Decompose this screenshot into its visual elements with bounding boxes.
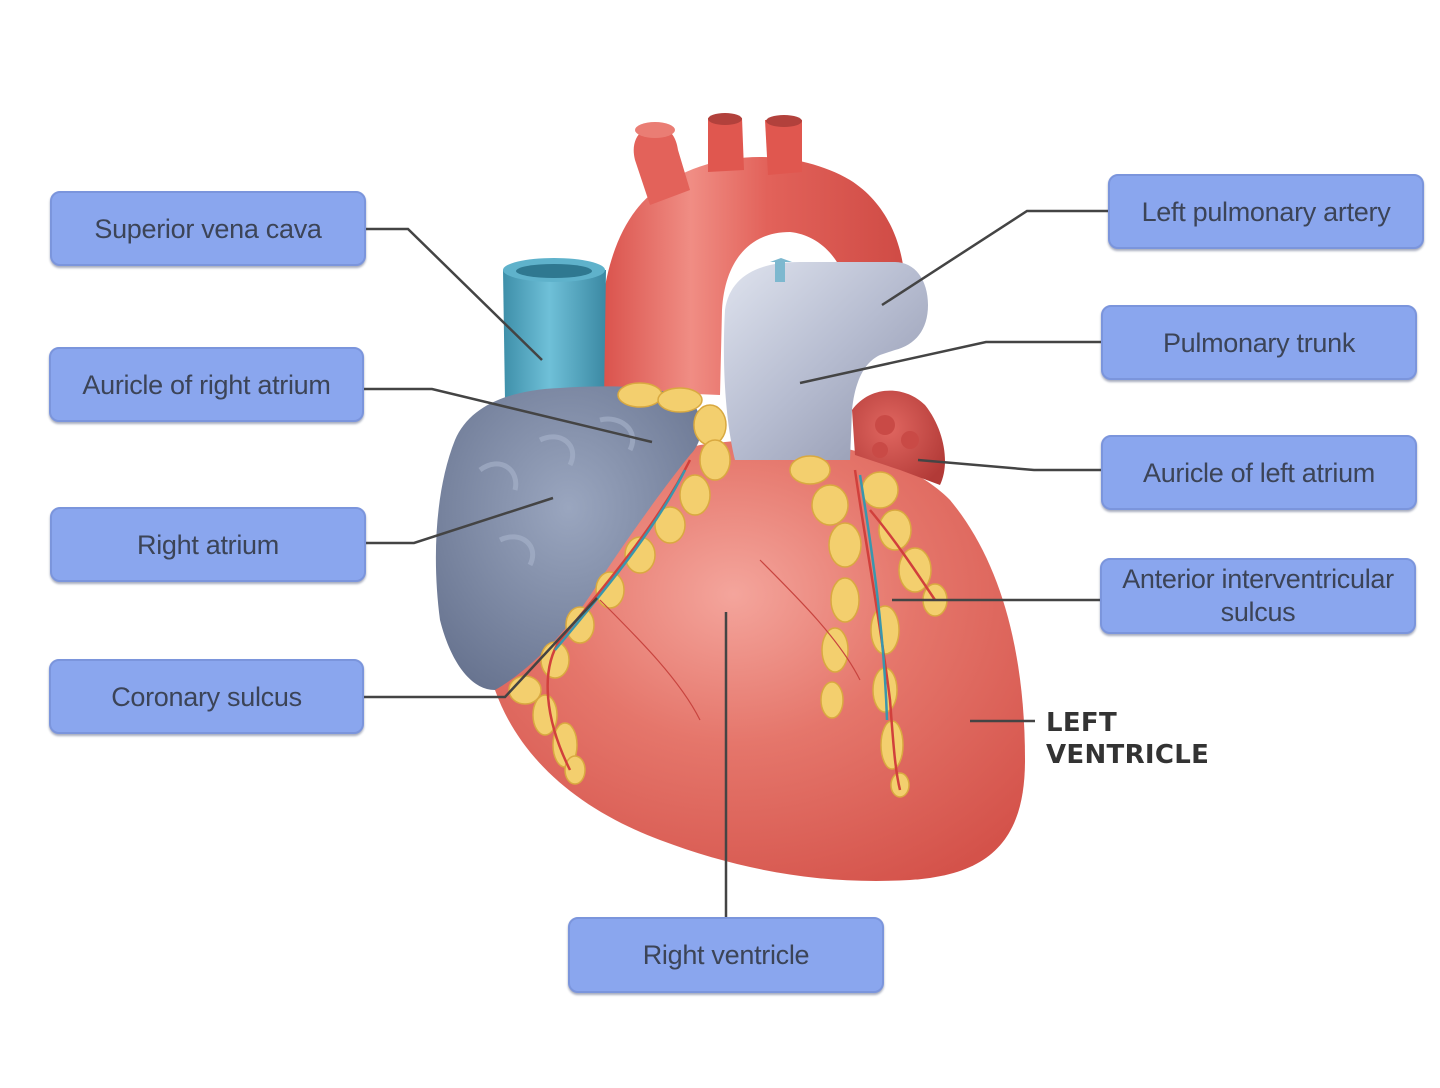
label-pulmonary-trunk[interactable]: Pulmonary trunk [1101,305,1417,380]
label-left-ventricle-line1: LEFT [1046,708,1118,738]
label-auricle-of-left-atrium[interactable]: Auricle of left atrium [1101,435,1417,510]
label-coronary-sulcus[interactable]: Coronary sulcus [49,659,364,734]
label-anterior-interventricular-sulcus-line2: sulcus [1220,597,1296,627]
label-left-ventricle: LEFT VENTRICLE [1046,707,1209,771]
coronary-vessels [546,459,937,791]
label-left-pulmonary-artery[interactable]: Left pulmonary artery [1108,174,1424,249]
label-anterior-interventricular-sulcus[interactable]: Anterior interventricular sulcus [1100,558,1416,634]
label-superior-vena-cava[interactable]: Superior vena cava [50,191,366,266]
label-right-ventricle[interactable]: Right ventricle [568,917,884,993]
label-left-ventricle-line2: VENTRICLE [1046,740,1210,770]
coronary-fat [508,382,948,798]
label-anterior-interventricular-sulcus-line1: Anterior interventricular [1122,564,1394,594]
label-right-atrium[interactable]: Right atrium [50,507,366,582]
aorta [599,113,905,395]
leader-lines [364,209,1108,918]
pulmonary-trunk-shape [723,258,928,460]
right-atrium-shape [435,386,702,690]
superior-vena-cava [503,258,606,400]
label-auricle-of-right-atrium[interactable]: Auricle of right atrium [49,347,364,422]
